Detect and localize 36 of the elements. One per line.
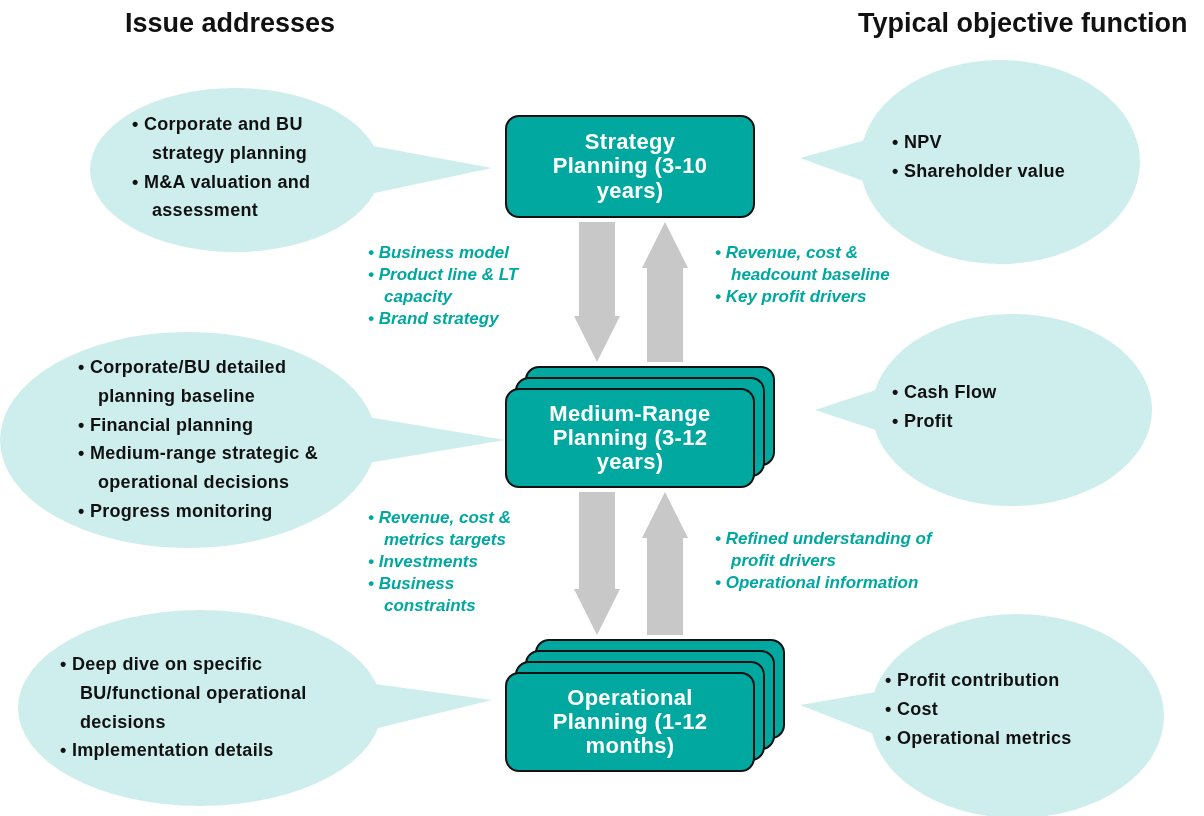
bullet-item: • Deep dive on specific BU/functional operational decisions — [60, 653, 308, 734]
flow-note: • Business model — [368, 242, 511, 264]
box-title: Medium-Range Planning (3-12 years) — [548, 401, 712, 475]
bullet-item: • Shareholder value — [892, 159, 1067, 183]
flow-note: • Business constraints — [368, 573, 477, 618]
box-title: Operational Planning (1-12 months) — [551, 685, 709, 759]
box-title: Strategy Planning (3-10 years) — [551, 130, 709, 203]
column-heading: Typical objective function — [858, 8, 1188, 39]
flow-note: • Product line & LT capacity — [368, 264, 521, 309]
flow-note: • Revenue, cost & headcount baseline — [715, 242, 891, 287]
process-box — [505, 672, 755, 772]
bullet-item: • Financial planning — [78, 413, 255, 437]
flow-note: • Investments — [368, 551, 479, 574]
process-box — [505, 115, 755, 218]
flow-note: • Key profit drivers — [715, 286, 868, 309]
bullet-item: • Cash Flow — [892, 381, 998, 404]
column-heading: Issue addresses — [125, 8, 336, 39]
flow-note: • Refined understanding of profit drivers — [715, 528, 934, 573]
process-box — [505, 388, 755, 488]
flow-note: • Operational information — [715, 572, 920, 595]
flow-note: • Revenue, cost & metrics targets — [368, 507, 512, 552]
bullet-item: • Cost — [885, 697, 940, 721]
flow-note: • Brand strategy — [368, 308, 500, 331]
bullet-item: • Progress monitoring — [78, 500, 274, 523]
bullet-item: • Corporate/BU detailed planning baseline — [78, 356, 288, 408]
bullet-item: • Profit contribution — [885, 669, 1061, 692]
bullet-item: • Medium-range strategic & operational decisions — [78, 442, 320, 495]
block-arrow — [574, 222, 620, 362]
bullet-item: • Profit — [892, 409, 954, 433]
block-arrow — [642, 222, 688, 362]
bullet-item: • NPV — [892, 131, 943, 154]
block-arrow — [642, 492, 688, 635]
bullet-item: • Operational metrics — [885, 726, 1073, 750]
bullet-item: • Implementation details — [60, 739, 275, 763]
bullet-item: • Corporate and BU strategy planning — [132, 113, 309, 165]
bullet-item: • M&A valuation and assessment — [132, 170, 312, 223]
